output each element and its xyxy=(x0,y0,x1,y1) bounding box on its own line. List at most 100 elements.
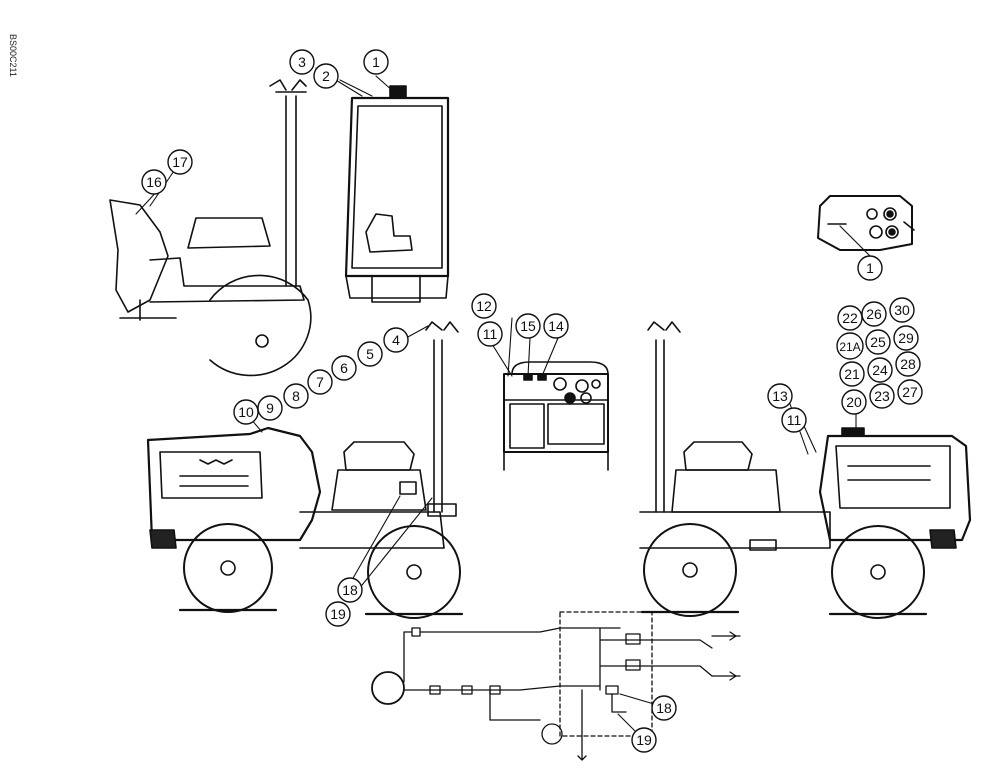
callout-circle xyxy=(767,383,793,409)
callout-c8: 8 xyxy=(283,383,309,409)
callout-label: 25 xyxy=(870,334,886,350)
callout-label: 11 xyxy=(483,326,498,342)
callout-label: 14 xyxy=(548,318,564,334)
callout-circle xyxy=(841,389,867,415)
callout-label: 21A xyxy=(839,340,860,354)
callout-c28: 28 xyxy=(895,351,921,377)
callout-label: 23 xyxy=(874,388,890,404)
callout-circle xyxy=(471,293,497,319)
callout-c22: 22 xyxy=(837,305,863,331)
cab-assembly-view xyxy=(109,79,450,377)
callout-label: 18 xyxy=(656,700,672,716)
callout-c21: 21 xyxy=(839,361,865,387)
callout-circle xyxy=(357,341,383,367)
callout-c4: 4 xyxy=(383,327,409,353)
callout-circle xyxy=(865,329,891,355)
callout-circle xyxy=(383,327,409,353)
callout-label: 27 xyxy=(902,384,918,400)
callout-circle xyxy=(337,577,363,603)
callout-c1a: 1 xyxy=(363,49,389,75)
callout-circle xyxy=(289,49,315,75)
callout-circle xyxy=(836,332,864,360)
callout-label: 4 xyxy=(392,332,400,348)
right-side-view xyxy=(639,321,972,619)
callout-circle xyxy=(307,369,333,395)
callout-circle xyxy=(233,399,259,425)
callout-label: 12 xyxy=(476,298,492,314)
callout-c20: 20 xyxy=(841,389,867,415)
callout-circle xyxy=(363,49,389,75)
callout-c30: 30 xyxy=(889,297,915,323)
callout-circle xyxy=(867,357,893,383)
callout-label: 28 xyxy=(900,356,916,372)
callout-label: 30 xyxy=(894,302,910,318)
callout-circle xyxy=(889,297,915,323)
callout-label: 3 xyxy=(298,54,306,70)
callout-label: 1 xyxy=(372,54,380,70)
callout-c2: 2 xyxy=(313,63,339,89)
callout-circle xyxy=(839,361,865,387)
callout-circle xyxy=(861,301,887,327)
callout-circle xyxy=(331,355,357,381)
callout-c25: 25 xyxy=(865,329,891,355)
callout-c29: 29 xyxy=(893,325,919,351)
callout-circle xyxy=(283,383,309,409)
callout-c18b: 18 xyxy=(651,695,677,721)
callout-circle xyxy=(631,727,657,753)
callout-c10: 10 xyxy=(233,399,259,425)
callout-c12: 12 xyxy=(471,293,497,319)
callout-label: 17 xyxy=(172,154,188,170)
callout-c21A: 21A xyxy=(836,332,864,360)
callout-c18a: 18 xyxy=(337,577,363,603)
callout-circle xyxy=(325,601,351,627)
callout-circle xyxy=(893,325,919,351)
callout-label: 13 xyxy=(772,388,788,404)
callout-circle xyxy=(651,695,677,721)
callout-circle xyxy=(141,169,167,195)
instrument-panel-view xyxy=(817,195,915,251)
callout-c3: 3 xyxy=(289,49,315,75)
callout-label: 15 xyxy=(520,318,536,334)
callout-c14: 14 xyxy=(543,313,569,339)
callout-c7: 7 xyxy=(307,369,333,395)
callout-circle xyxy=(313,63,339,89)
callout-circle xyxy=(781,407,807,433)
callout-c11b: 11 xyxy=(781,407,807,433)
callout-c13: 13 xyxy=(767,383,793,409)
callout-circle xyxy=(167,149,193,175)
callout-label: 20 xyxy=(846,394,862,410)
callout-label: 6 xyxy=(340,360,348,376)
callout-c1b: 1 xyxy=(857,255,883,281)
callout-c26: 26 xyxy=(861,301,887,327)
callout-c24: 24 xyxy=(867,357,893,383)
callout-c11a: 11 xyxy=(477,321,503,347)
callout-circle xyxy=(515,313,541,339)
callout-label: 22 xyxy=(842,310,858,326)
callout-label: 21 xyxy=(844,366,860,382)
callout-label: 19 xyxy=(636,732,652,748)
callout-c16: 16 xyxy=(141,169,167,195)
callout-c15: 15 xyxy=(515,313,541,339)
callout-c23: 23 xyxy=(869,383,895,409)
left-side-view xyxy=(146,321,464,619)
callout-c9: 9 xyxy=(257,395,283,421)
callout-label: 1 xyxy=(866,260,874,276)
callout-label: 19 xyxy=(330,606,346,622)
callout-label: 2 xyxy=(322,68,330,84)
wiring-schematic xyxy=(371,611,741,761)
callout-circle xyxy=(897,379,923,405)
callout-label: 16 xyxy=(146,174,162,190)
callout-circle xyxy=(869,383,895,409)
callout-label: 5 xyxy=(366,346,374,362)
callout-label: 24 xyxy=(872,362,888,378)
callout-label: 26 xyxy=(866,306,882,322)
callout-circle xyxy=(895,351,921,377)
callout-c17: 17 xyxy=(167,149,193,175)
callout-label: 10 xyxy=(238,404,254,420)
callout-c27: 27 xyxy=(897,379,923,405)
control-panel-view xyxy=(503,361,609,471)
leader-lines xyxy=(135,67,871,733)
callout-c5: 5 xyxy=(357,341,383,367)
